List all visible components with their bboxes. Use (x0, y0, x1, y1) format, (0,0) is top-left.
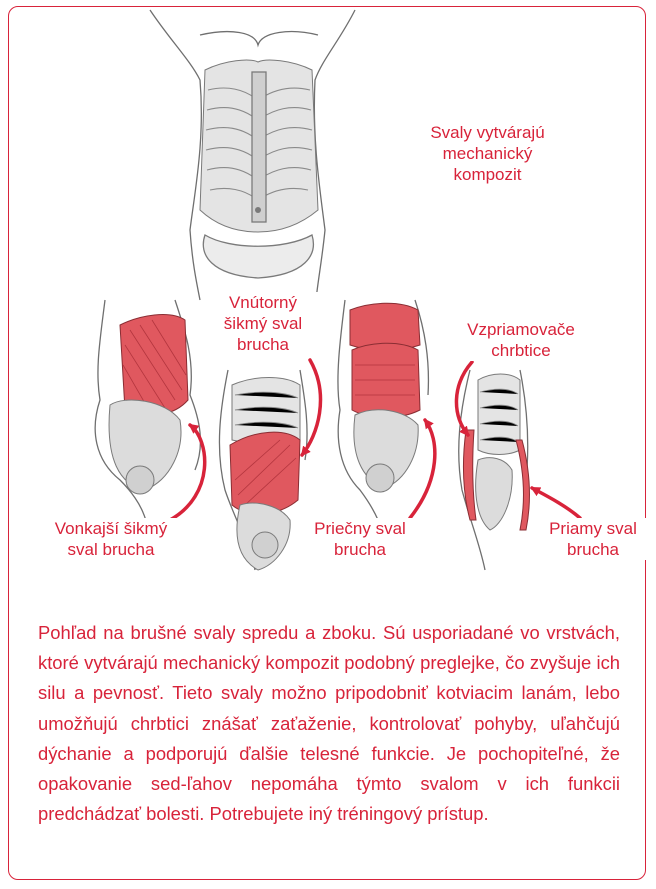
figure-caption: Pohľad na brušné svaly spredu a zboku. S… (38, 618, 620, 829)
label-rectus: Priamy sval brucha (535, 518, 651, 560)
side-view-internal-oblique (219, 370, 307, 570)
arrow-internal-oblique (302, 360, 320, 455)
label-external-oblique: Vonkajší šikmý sval brucha (26, 518, 196, 560)
label-composite: Svaly vytvárajú mechanický kompozit (405, 122, 570, 185)
anatomy-illustration (0, 0, 656, 600)
label-transversus: Priečny sval brucha (296, 518, 424, 560)
side-view-erector-rectus (459, 370, 530, 570)
label-internal-oblique: Vnútorný šikmý sval brucha (208, 292, 318, 355)
label-erector-spinae: Vzpriamovače chrbtice (446, 319, 596, 361)
front-torso-figure (150, 10, 355, 300)
side-view-external-oblique (95, 300, 200, 550)
arrow-rectus (532, 488, 580, 518)
